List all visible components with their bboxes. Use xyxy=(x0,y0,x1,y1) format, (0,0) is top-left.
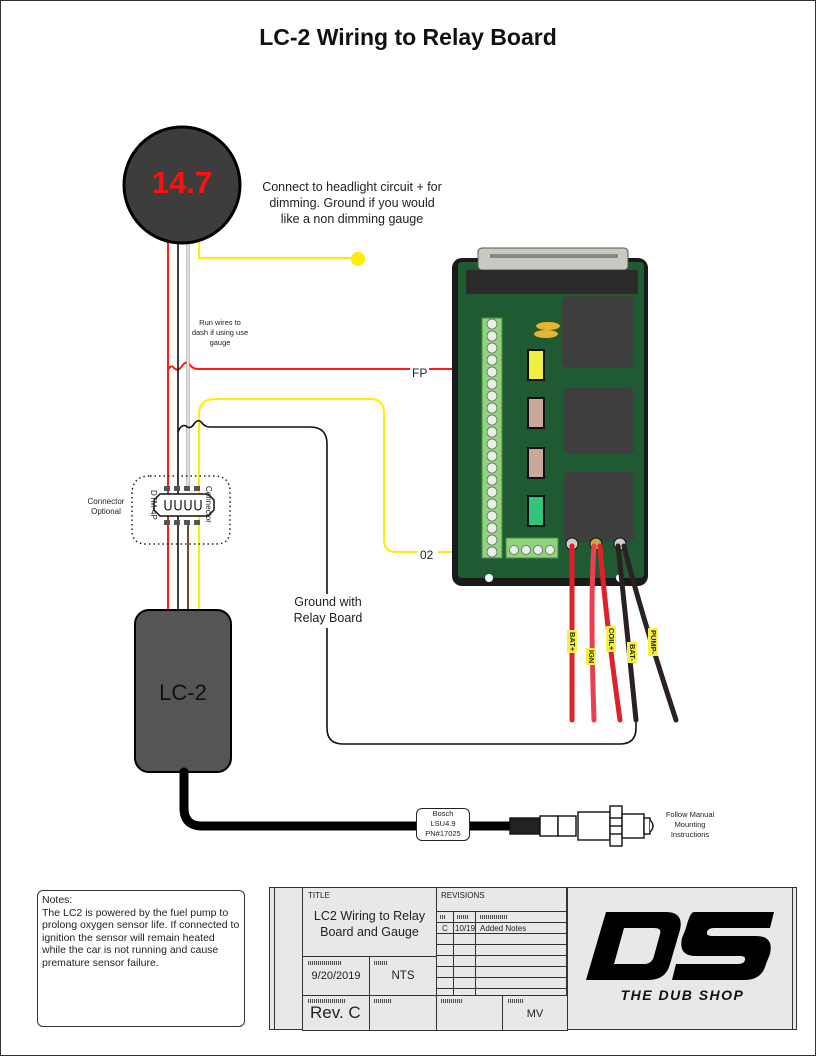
sensor-brand: Bosch xyxy=(432,809,454,818)
sensor-tag: Bosch LSU4.9 PN#17025 xyxy=(416,808,470,841)
wire-ign xyxy=(589,543,597,723)
fuse-20 xyxy=(527,349,545,381)
ds-logo xyxy=(586,912,774,980)
wire-tag-bat-plus: BAT+ xyxy=(567,630,577,654)
tb-margin-left xyxy=(274,887,303,1030)
page-title: LC-2 Wiring to Relay Board xyxy=(259,24,557,50)
fuel-pump-wire-label: FP xyxy=(410,366,430,381)
connector-part-label: DTM-4P xyxy=(149,490,158,520)
wire-pump-minus xyxy=(621,543,679,723)
revision-row-rev: C xyxy=(442,924,448,933)
relay-3 xyxy=(564,472,634,542)
o2-sensor xyxy=(509,805,654,847)
wire-tag-coil-plus: COIL+ xyxy=(606,626,616,653)
fuse-30 xyxy=(527,495,545,527)
revision-row-date: 10/19 xyxy=(455,924,476,933)
notes-body: The LC2 is powered by the fuel pump to p… xyxy=(42,906,240,969)
ground-note: Ground with Relay Board xyxy=(278,594,378,626)
tb-revisions-label: REVISIONS xyxy=(441,891,485,900)
run-wires-note: Run wires to dash if using use gauge xyxy=(191,318,249,347)
tb-date: 9/20/2019 xyxy=(311,970,361,982)
wire-yellow-o2 xyxy=(198,398,462,612)
sensor-part-number: PN#17025 xyxy=(425,829,461,838)
wire-tag-bat-minus: BAT- xyxy=(627,642,637,663)
gauge-wires xyxy=(167,238,637,745)
wire-yellow-dimmer xyxy=(198,240,358,259)
dimmer-terminal xyxy=(351,252,365,266)
tb-revisions-cell xyxy=(436,887,567,912)
dimming-note: Connect to headlight circuit + for dimmi… xyxy=(262,180,442,226)
relay-2 xyxy=(564,388,634,454)
tb-title-cell xyxy=(302,887,437,957)
tb-title: LC2 Wiring to Relay Board and Gauge xyxy=(313,909,426,939)
relay-1 xyxy=(562,296,634,368)
tb-drawn-by: MV xyxy=(526,1008,544,1020)
company-name: THE DUB SHOP xyxy=(620,987,745,1003)
connector-label: Connector xyxy=(204,486,213,523)
gauge-readout: 14.7 xyxy=(151,165,213,200)
dtm-connector xyxy=(153,486,215,525)
notes-header: Notes: xyxy=(42,894,73,906)
tb-title-label: TITLE xyxy=(308,891,330,900)
fuse-5a xyxy=(527,397,545,429)
terminal-screws xyxy=(486,318,498,558)
wire-tag-pump-minus: PUMP- xyxy=(648,628,658,657)
title-block: TITLE LC2 Wiring to Relay Board and Gaug… xyxy=(269,887,797,1031)
notes-box: Notes: The LC2 is powered by the fuel pu… xyxy=(37,890,245,1027)
mounting-note: Follow Manual Mounting Instructions xyxy=(665,810,715,839)
wire-bat-minus xyxy=(615,543,639,723)
sensor-model: LSU4.9 xyxy=(430,819,456,828)
db25-connector xyxy=(477,247,629,271)
terminal-strip xyxy=(481,317,503,559)
wire-red xyxy=(167,238,462,371)
revision-row-description: Added Notes xyxy=(480,924,527,933)
lc2-label: LC-2 xyxy=(159,680,207,705)
tb-scale: NTS xyxy=(391,970,415,982)
connector-optional-note: Connector Optional xyxy=(87,497,125,516)
o2-wire-label: 02 xyxy=(418,548,436,563)
gauge xyxy=(122,125,242,245)
wire-black-ground xyxy=(177,419,637,745)
relay-board xyxy=(452,247,648,586)
sensor-cable xyxy=(179,767,545,831)
tb-revision: Rev. C xyxy=(310,1003,361,1022)
fuse-5b xyxy=(527,447,545,479)
wire-tag-ign: IGN xyxy=(586,648,596,666)
